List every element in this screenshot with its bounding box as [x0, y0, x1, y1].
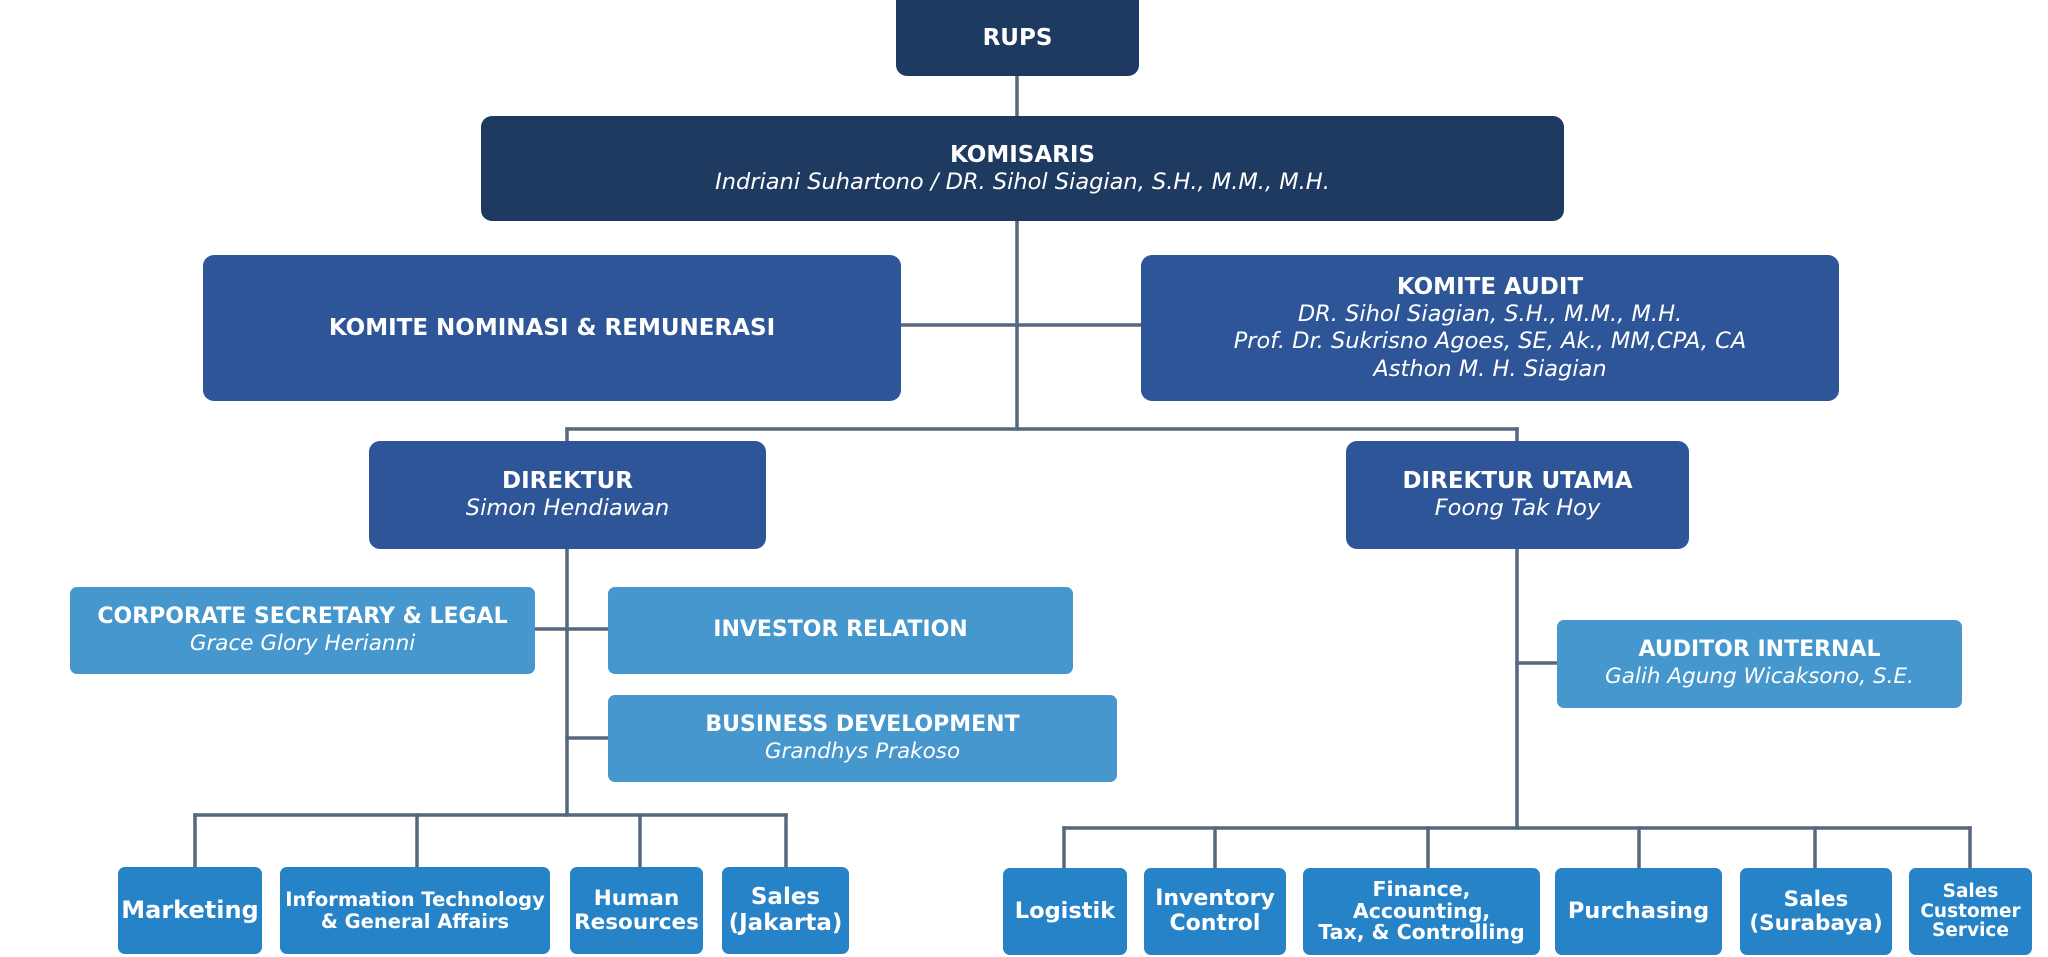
komite-audit-box: KOMITE AUDIT DR. Sihol Siagian, S.H., M.…: [1141, 255, 1839, 401]
direktur-box: DIREKTUR Simon Hendiawan: [369, 441, 766, 549]
komisaris-title: KOMISARIS: [950, 141, 1095, 168]
direktur-name: Simon Hendiawan: [465, 495, 670, 522]
department-label: Sales Customer Service: [1920, 881, 2021, 942]
business-development-name: Grandhys Prakoso: [764, 738, 961, 764]
direktur-utama-name: Foong Tak Hoy: [1434, 495, 1601, 522]
department-label: Purchasing: [1567, 898, 1710, 925]
department-purchasing-box: Purchasing: [1555, 868, 1722, 955]
direktur-utama-title: DIREKTUR UTAMA: [1402, 468, 1633, 495]
rups-title: RUPS: [982, 24, 1053, 51]
auditor-internal-box: AUDITOR INTERNAL Galih Agung Wicaksono, …: [1557, 620, 1962, 708]
department-marketing-box: Marketing: [118, 867, 262, 954]
komite-nominasi-box: KOMITE NOMINASI & REMUNERASI: [203, 255, 901, 401]
komite-audit-member: Prof. Dr. Sukrisno Agoes, SE, Ak., MM,CP…: [1233, 328, 1747, 355]
department-label: Marketing: [121, 896, 259, 925]
corporate-secretary-name: Grace Glory Herianni: [189, 630, 416, 656]
komite-audit-title: KOMITE AUDIT: [1396, 273, 1584, 300]
department-finance-box: Finance, Accounting, Tax, & Controlling: [1303, 868, 1540, 955]
investor-relation-title: INVESTOR RELATION: [713, 617, 968, 643]
komisaris-name: Indriani Suhartono / DR. Sihol Siagian, …: [715, 168, 1330, 195]
department-label: Finance, Accounting, Tax, & Controlling: [1318, 877, 1525, 945]
department-sales-jakarta-box: Sales (Jakarta): [722, 867, 849, 954]
direktur-title: DIREKTUR: [502, 468, 633, 495]
rups-box: RUPS: [896, 0, 1139, 76]
corporate-secretary-title: CORPORATE SECRETARY & LEGAL: [97, 603, 508, 629]
investor-relation-box: INVESTOR RELATION: [608, 587, 1073, 674]
corporate-secretary-box: CORPORATE SECRETARY & LEGAL Grace Glory …: [70, 587, 535, 674]
department-label: Information Technology & General Affairs: [285, 888, 545, 933]
komite-audit-member: DR. Sihol Siagian, S.H., M.M., M.H.: [1297, 300, 1683, 327]
department-logistik-box: Logistik: [1003, 868, 1127, 955]
department-label: Logistik: [1014, 898, 1116, 925]
department-label: Sales (Surabaya): [1749, 886, 1883, 936]
department-label: Inventory Control: [1155, 886, 1275, 936]
auditor-internal-title: AUDITOR INTERNAL: [1638, 637, 1881, 663]
business-development-title: BUSINESS DEVELOPMENT: [705, 711, 1020, 737]
komite-nominasi-title: KOMITE NOMINASI & REMUNERASI: [328, 314, 776, 341]
department-sales-surabaya-box: Sales (Surabaya): [1740, 868, 1892, 955]
komisaris-box: KOMISARIS Indriani Suhartono / DR. Sihol…: [481, 116, 1564, 221]
department-sales-cs-box: Sales Customer Service: [1909, 868, 2032, 955]
business-development-box: BUSINESS DEVELOPMENT Grandhys Prakoso: [608, 695, 1117, 782]
department-label: Sales (Jakarta): [728, 884, 843, 936]
department-it-ga-box: Information Technology & General Affairs: [280, 867, 550, 954]
komite-audit-member: Asthon M. H. Siagian: [1373, 355, 1607, 382]
auditor-internal-name: Galih Agung Wicaksono, S.E.: [1605, 664, 1914, 690]
department-inventory-box: Inventory Control: [1144, 868, 1286, 955]
department-hr-box: Human Resources: [570, 867, 703, 954]
direktur-utama-box: DIREKTUR UTAMA Foong Tak Hoy: [1346, 441, 1689, 549]
department-label: Human Resources: [574, 885, 699, 935]
